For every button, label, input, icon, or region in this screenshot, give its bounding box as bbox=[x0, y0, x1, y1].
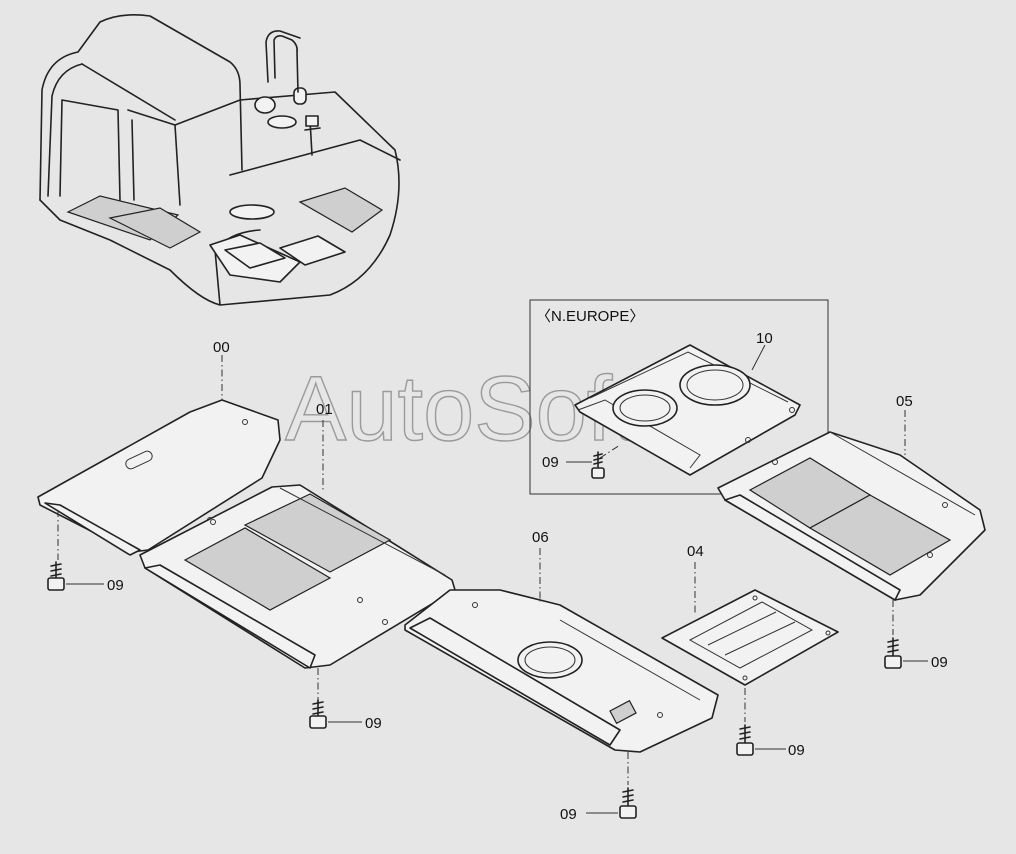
callout-09-04: 09 bbox=[788, 742, 805, 759]
bolt-center: 09 bbox=[309, 699, 382, 732]
callout-05: 05 bbox=[896, 393, 913, 410]
callout-10: 10 bbox=[756, 330, 773, 347]
bolt-box bbox=[591, 451, 605, 479]
plate-05: 05 bbox=[717, 393, 986, 635]
plate-01: 01 bbox=[139, 401, 456, 700]
callout-09-box: 09 bbox=[542, 454, 559, 471]
callout-06: 06 bbox=[532, 529, 549, 546]
plate-00: 00 bbox=[37, 339, 281, 560]
bolt-left: 09 bbox=[47, 561, 124, 594]
callout-09-left: 09 bbox=[107, 577, 124, 594]
region-box-label: 〈N.EUROPE〉 bbox=[536, 308, 644, 325]
excavator-overview bbox=[39, 14, 401, 306]
bolt-05: 09 bbox=[884, 637, 948, 671]
callout-09-bottom: 09 bbox=[560, 806, 577, 823]
region-box: 〈N.EUROPE〉 09 10 bbox=[529, 299, 829, 495]
plate-06: 06 bbox=[404, 529, 719, 785]
bolt-04: 09 bbox=[736, 724, 805, 759]
callout-09-center: 09 bbox=[365, 715, 382, 732]
bolt-bottom: 09 bbox=[560, 787, 637, 823]
callout-00: 00 bbox=[213, 339, 230, 356]
callout-01: 01 bbox=[316, 401, 333, 418]
callout-04: 04 bbox=[687, 543, 704, 560]
callout-09-05: 09 bbox=[931, 654, 948, 671]
plate-04: 04 bbox=[661, 543, 839, 722]
